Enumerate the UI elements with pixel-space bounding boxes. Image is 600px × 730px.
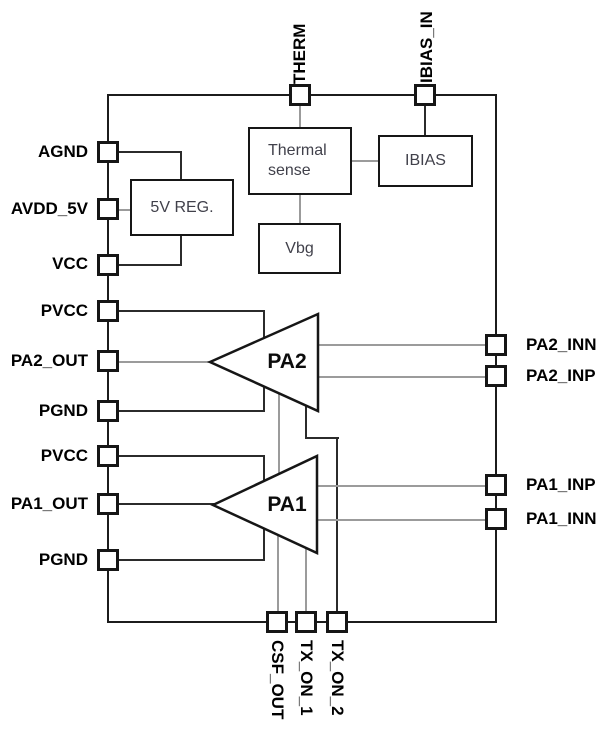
wire-pgnd2-h: [119, 559, 265, 561]
wire-pvcc1-h: [119, 310, 265, 312]
block-ibias-label: IBIAS: [405, 152, 446, 169]
wire-tx-on-1-v: [305, 548, 307, 613]
block-5v-regulator: 5V REG.: [130, 179, 234, 236]
pa2-label: PA2: [267, 350, 307, 373]
label-tx-on-2: TX_ON_2: [328, 640, 347, 716]
wire-vcc-v: [180, 236, 182, 266]
pin-pa2-inn: [485, 334, 507, 356]
wire-pgnd1-h: [119, 410, 265, 412]
label-pa2-inn: PA2_INN: [526, 335, 597, 354]
label-pvcc-2: PVCC: [40, 446, 88, 465]
pin-ibias-in: [414, 84, 436, 106]
label-pa2-inp: PA2_INP: [526, 366, 596, 385]
label-therm: THERM: [290, 23, 309, 84]
wire-pa2-inp-h: [314, 376, 485, 378]
pin-tx-on-2: [326, 611, 348, 633]
wire-ibias-in-v: [424, 105, 426, 136]
wire-pvcc1-v: [263, 310, 265, 342]
wire-pa1-inn-h: [313, 519, 485, 521]
wire-agnd-v: [180, 151, 182, 181]
wire-pa2-inn-h: [314, 344, 485, 346]
pin-vcc: [97, 254, 119, 276]
pin-pa1-out: [97, 493, 119, 515]
pin-agnd: [97, 141, 119, 163]
label-pa1-inp: PA1_INP: [526, 475, 596, 494]
wire-interstage-v: [278, 390, 280, 475]
label-pgnd-2: PGND: [38, 550, 88, 569]
label-pa2-out: PA2_OUT: [10, 351, 88, 370]
block-ibias: IBIAS: [378, 135, 473, 187]
wire-agnd-h: [119, 151, 181, 153]
pin-pa1-inp: [485, 474, 507, 496]
wire-pa2-out-h: [119, 361, 217, 363]
block-vbg: Vbg: [258, 223, 341, 274]
label-vcc: VCC: [52, 254, 88, 273]
label-pvcc-1: PVCC: [40, 301, 88, 320]
wire-tx-on-2-v1: [305, 404, 307, 439]
wire-pgnd2-v: [263, 524, 265, 561]
pin-pvcc-2: [97, 445, 119, 467]
wire-thermal-ibias-h: [352, 160, 379, 162]
block-thermal-sense-label-line1: Thermal: [268, 142, 327, 159]
wire-thermal-vbg-v: [299, 194, 301, 224]
pin-therm: [289, 84, 311, 106]
wire-tx-on-2-h: [305, 437, 339, 439]
pin-pgnd-1: [97, 400, 119, 422]
wire-pa1-inp-h: [313, 485, 485, 487]
label-pa1-inn: PA1_INN: [526, 509, 597, 528]
wire-csf-out-v: [277, 532, 279, 613]
wire-pvcc2-h: [119, 455, 265, 457]
wire-tx-on-2-v2: [336, 437, 338, 613]
wire-pgnd1-v: [263, 382, 265, 412]
pin-pa1-inn: [485, 508, 507, 530]
pa1-label: PA1: [267, 493, 307, 516]
label-tx-on-1: TX_ON_1: [297, 640, 316, 716]
block-thermal-sense: Thermal sense: [248, 127, 352, 195]
label-agnd: AGND: [37, 142, 88, 161]
pin-pgnd-2: [97, 549, 119, 571]
label-avdd-5v: AVDD_5V: [10, 199, 88, 218]
block-vbg-label: Vbg: [285, 239, 314, 257]
pin-pvcc-1: [97, 300, 119, 322]
label-csf-out: CSF_OUT: [268, 640, 287, 720]
wire-avdd-5v-stub: [119, 209, 132, 211]
label-pa1-out: PA1_OUT: [10, 494, 88, 513]
pin-pa2-inp: [485, 365, 507, 387]
pin-avdd-5v: [97, 198, 119, 220]
wire-pa1-out-h: [119, 503, 217, 505]
wire-pvcc2-v: [263, 455, 265, 487]
pin-pa2-out: [97, 350, 119, 372]
wire-vcc-h: [119, 264, 181, 266]
pin-tx-on-1: [295, 611, 317, 633]
block-thermal-sense-label-line2: sense: [268, 162, 311, 179]
label-pgnd-1: PGND: [38, 401, 88, 420]
label-ibias-in: IBIAS_IN: [417, 11, 436, 83]
wire-therm-v: [299, 105, 301, 128]
pin-csf-out: [266, 611, 288, 633]
block-5v-regulator-label: 5V REG.: [150, 198, 214, 216]
